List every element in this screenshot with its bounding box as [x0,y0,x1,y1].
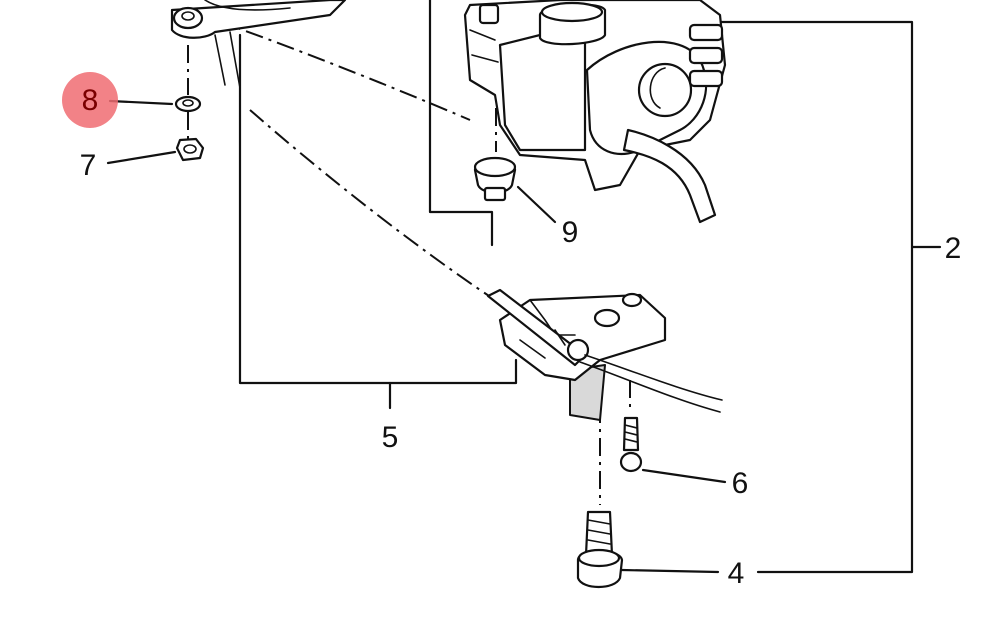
nut-part-7 [175,137,205,162]
callout-5[interactable]: 5 [382,421,399,454]
main-housing [463,0,727,224]
leader-lines [106,99,727,574]
washer-part-8 [174,95,202,113]
callout-9[interactable]: 9 [562,216,579,249]
callout-highlight-circle [62,72,118,128]
callout-7[interactable]: 7 [80,149,97,182]
assembly-bracket-5 [238,33,518,410]
callout-2[interactable]: 2 [945,232,962,265]
callout-6[interactable]: 6 [732,467,749,500]
callout-8[interactable]: 8 [82,84,99,117]
callout-4[interactable]: 4 [728,557,745,590]
alignment-lines [187,19,631,505]
screw-part-6 [619,416,643,473]
link-arm [170,0,347,89]
assembly-bracket-9 [428,0,494,247]
assembly-bracket-2 [713,20,942,574]
bolt-part-4 [576,510,624,589]
switch-bracket-assembly [486,288,723,421]
grommet-part-9 [473,156,517,202]
